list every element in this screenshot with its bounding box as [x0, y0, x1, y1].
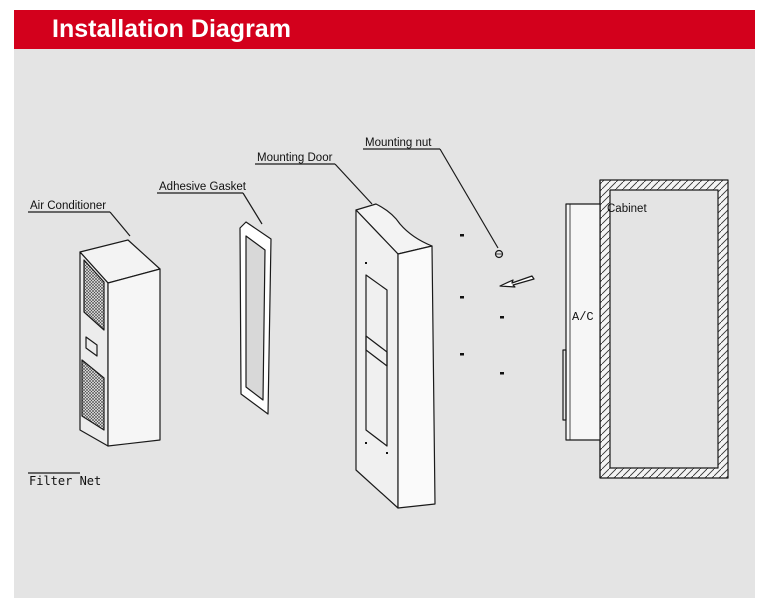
mounting-nut-icon — [460, 353, 464, 356]
cabinet — [599, 179, 729, 479]
adhesive-gasket-leader-tail — [242, 192, 263, 225]
cabinet-label: Cabinet — [607, 203, 647, 215]
control-panel-icon — [85, 336, 98, 357]
header-banner: Installation Diagram — [14, 10, 755, 49]
installed-ac-unit — [562, 203, 601, 441]
adhesive-gasket-label: Adhesive Gasket — [159, 181, 247, 193]
air-conditioner-leader-tail — [109, 211, 131, 237]
mounting-door-label: Mounting Door — [257, 152, 333, 164]
mounting-nut-leader-tail — [439, 148, 499, 249]
mounting-nuts — [460, 234, 504, 375]
upper-grille-icon — [83, 259, 105, 331]
lower-grille-icon — [81, 359, 105, 431]
page-title: Installation Diagram — [52, 15, 291, 43]
mounting-nut-icon — [460, 296, 464, 299]
air-conditioner-label: Air Conditioner — [30, 200, 106, 212]
mounting-door — [355, 203, 436, 509]
mounting-nut-icon — [460, 234, 464, 237]
cabinet-wall — [599, 179, 729, 479]
filter-net-label: Filter Net — [29, 474, 101, 488]
mounting-nut-icon — [500, 316, 504, 319]
mounting-nut-detail-icon — [494, 249, 504, 259]
mounting-nut-icon — [500, 372, 504, 375]
mounting-nut-label: Mounting nut — [365, 137, 432, 149]
mounting-door-leader-tail — [334, 163, 373, 205]
ac-unit-label: A/C — [572, 310, 594, 324]
door-lower-cutout — [365, 335, 388, 447]
air-conditioner-unit — [79, 239, 161, 447]
insertion-arrow-icon — [499, 275, 535, 288]
adhesive-gasket — [239, 221, 272, 415]
